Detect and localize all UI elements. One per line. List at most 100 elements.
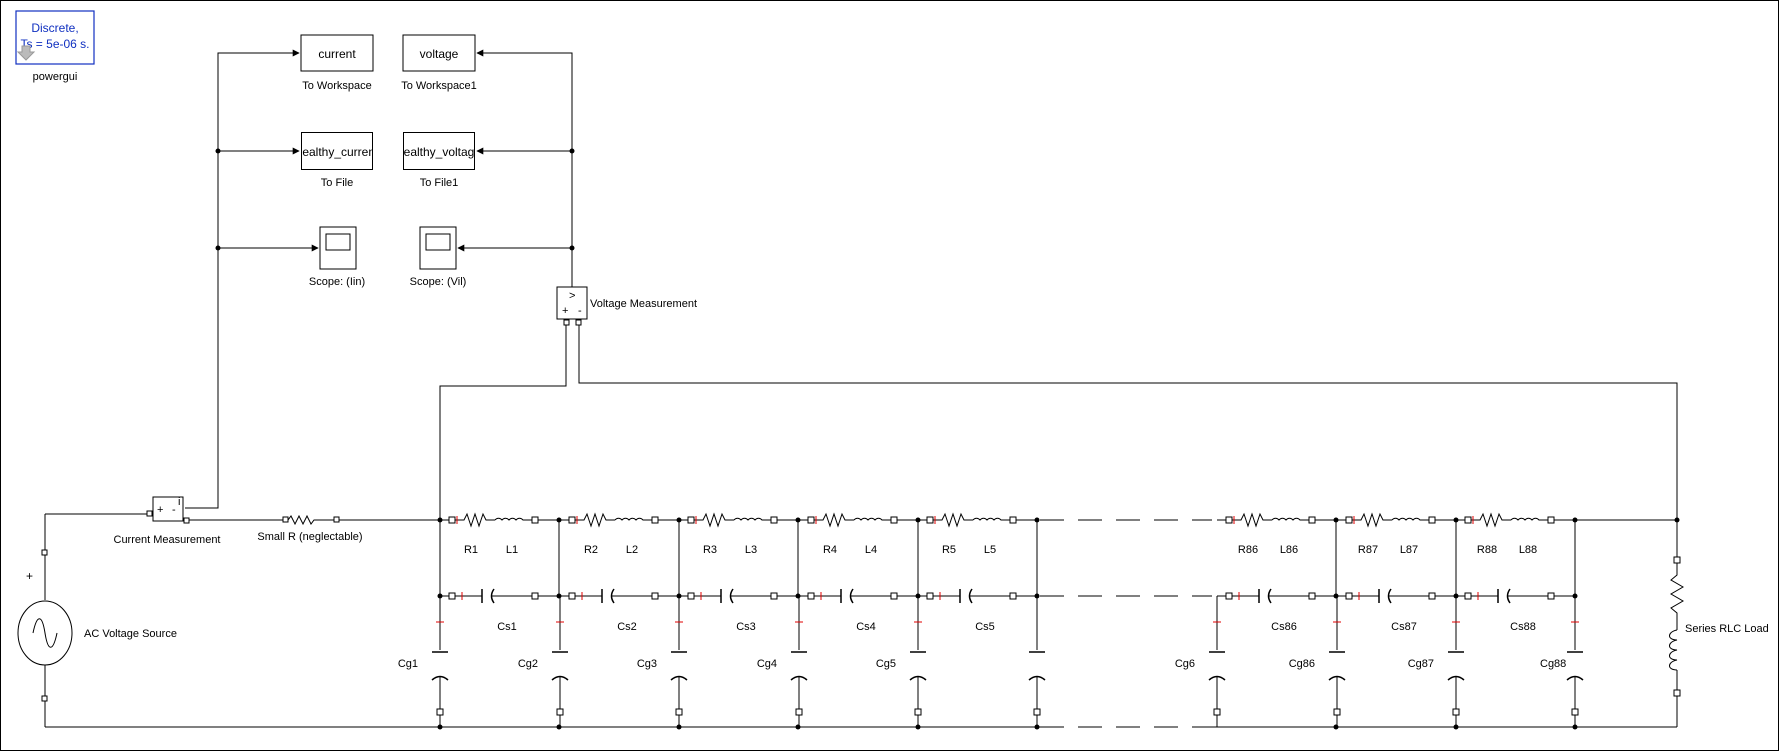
vm-wires — [439, 325, 1678, 520]
cg-label: Cg87 — [1408, 658, 1434, 670]
scope-screen-icon — [325, 233, 351, 251]
cs-label: Cs86 — [1271, 621, 1297, 633]
to-file-block[interactable]: healthy_current — [296, 132, 379, 170]
load-inductor-icon — [1669, 629, 1678, 671]
scope-vil-block[interactable]: Scope: (Vil) — [410, 226, 467, 288]
inductor-icon — [1510, 517, 1551, 521]
cg-label: Cg86 — [1289, 658, 1315, 670]
powergui-label: powergui — [33, 71, 78, 83]
powergui-line2: Ts = 5e-06 s. — [20, 37, 89, 51]
to-file1-name: healthy_voltage — [397, 145, 481, 159]
resistor-label: R1 — [464, 544, 478, 556]
final-cg[interactable] — [1566, 596, 1584, 727]
resistor-label: R3 — [703, 544, 717, 556]
cg-label: Cg6 — [1175, 658, 1195, 670]
resistor-icon — [814, 512, 854, 528]
inductor-label: L1 — [506, 544, 518, 556]
inductor-label: L4 — [865, 544, 877, 556]
capacitor-curve-icon — [431, 675, 449, 681]
capacitor-curve-icon — [670, 675, 688, 681]
resistor-label: R86 — [1238, 544, 1258, 556]
resistor-label: R4 — [823, 544, 837, 556]
to-workspace-block[interactable]: current To Workspace — [300, 34, 374, 92]
voltage-signal-lines — [457, 49, 573, 303]
resistor-icon — [1352, 512, 1392, 528]
capacitor-curve-icon — [551, 675, 569, 681]
cg-label: Cg5 — [876, 658, 896, 670]
omitted-sections-dashes — [1040, 519, 1212, 728]
powergui-block[interactable]: Discrete, Ts = 5e-06 s. powergui — [15, 10, 95, 83]
inductor-icon — [733, 517, 774, 521]
cg-label: Cg2 — [518, 658, 538, 670]
cs-label: Cs2 — [617, 621, 637, 633]
capacitor-curve-icon — [1328, 675, 1346, 681]
cs-label: Cs88 — [1510, 621, 1536, 633]
current-signal-lines — [185, 49, 319, 509]
scope-iin-block[interactable]: Scope: (Iin) — [309, 226, 365, 288]
inductor-label: L3 — [745, 544, 757, 556]
current-measurement-block[interactable]: + - i Current Measurement — [114, 496, 221, 546]
to-workspace1-label: To Workspace1 — [401, 80, 477, 92]
scope-screen-icon — [425, 233, 451, 251]
inductor-icon — [614, 517, 655, 521]
inductor-label: L87 — [1400, 544, 1418, 556]
series-rlc-load[interactable]: Series RLC Load — [1669, 520, 1769, 727]
cm-port-i: i — [178, 496, 180, 508]
sine-wave-icon — [32, 618, 58, 648]
cm-port-plus: + — [157, 504, 163, 516]
ac-source-label: AC Voltage Source — [84, 628, 177, 640]
cg-label: Cg1 — [398, 658, 418, 670]
ac-voltage-source[interactable]: + AC Voltage Source — [17, 513, 177, 727]
voltage-measurement-label: Voltage Measurement — [590, 298, 697, 310]
vm-port-plus: + — [562, 305, 568, 317]
resistor-icon — [1471, 512, 1511, 528]
powergui-line1: Discrete, — [31, 21, 78, 35]
resistor-label: R88 — [1477, 544, 1497, 556]
capacitor-curve-icon — [909, 675, 927, 681]
section5-end-cg[interactable] — [1028, 596, 1046, 727]
inductor-label: L2 — [626, 544, 638, 556]
load-resistor-icon — [1670, 563, 1684, 625]
resistor-label: R87 — [1358, 544, 1378, 556]
cs-label: Cs5 — [975, 621, 995, 633]
cs-label: Cs87 — [1391, 621, 1417, 633]
to-workspace1-block[interactable]: voltage To Workspace1 — [401, 34, 477, 92]
inductor-label: L5 — [984, 544, 996, 556]
resistor-icon — [1232, 512, 1272, 528]
to-file1-block[interactable]: healthy_voltage — [397, 132, 481, 170]
capacitor-curve-icon — [1447, 675, 1465, 681]
current-measurement-label: Current Measurement — [114, 534, 221, 546]
voltage-measurement-block[interactable]: > + - Voltage Measurement — [556, 286, 697, 326]
resistor-icon — [575, 512, 615, 528]
capacitor-curve-icon — [790, 675, 808, 681]
to-file-label: To File — [321, 177, 353, 189]
small-r-resistor[interactable]: Small R (neglectable) — [189, 514, 440, 543]
scope-iin-label: Scope: (Iin) — [309, 276, 365, 288]
load-label: Series RLC Load — [1685, 623, 1769, 635]
voltage-signal-junctions — [569, 148, 575, 251]
to-file-name: healthy_current — [296, 145, 379, 159]
resistor-label: R5 — [942, 544, 956, 556]
inductor-icon — [1391, 517, 1432, 521]
capacitor-curve-icon — [1208, 675, 1226, 681]
inductor-label: L86 — [1280, 544, 1298, 556]
vm-port-minus: - — [578, 305, 582, 317]
to-file1-label: To File1 — [420, 177, 459, 189]
cg-extra-label: Cg88 — [1540, 658, 1566, 670]
cg-label: Cg3 — [637, 658, 657, 670]
resistor-icon — [694, 512, 734, 528]
source-plus: + — [26, 569, 33, 583]
to-workspace-label: To Workspace — [302, 80, 372, 92]
to-workspace1-var: voltage — [420, 47, 459, 61]
to-workspace-var: current — [318, 47, 356, 61]
cs-label: Cs3 — [736, 621, 756, 633]
